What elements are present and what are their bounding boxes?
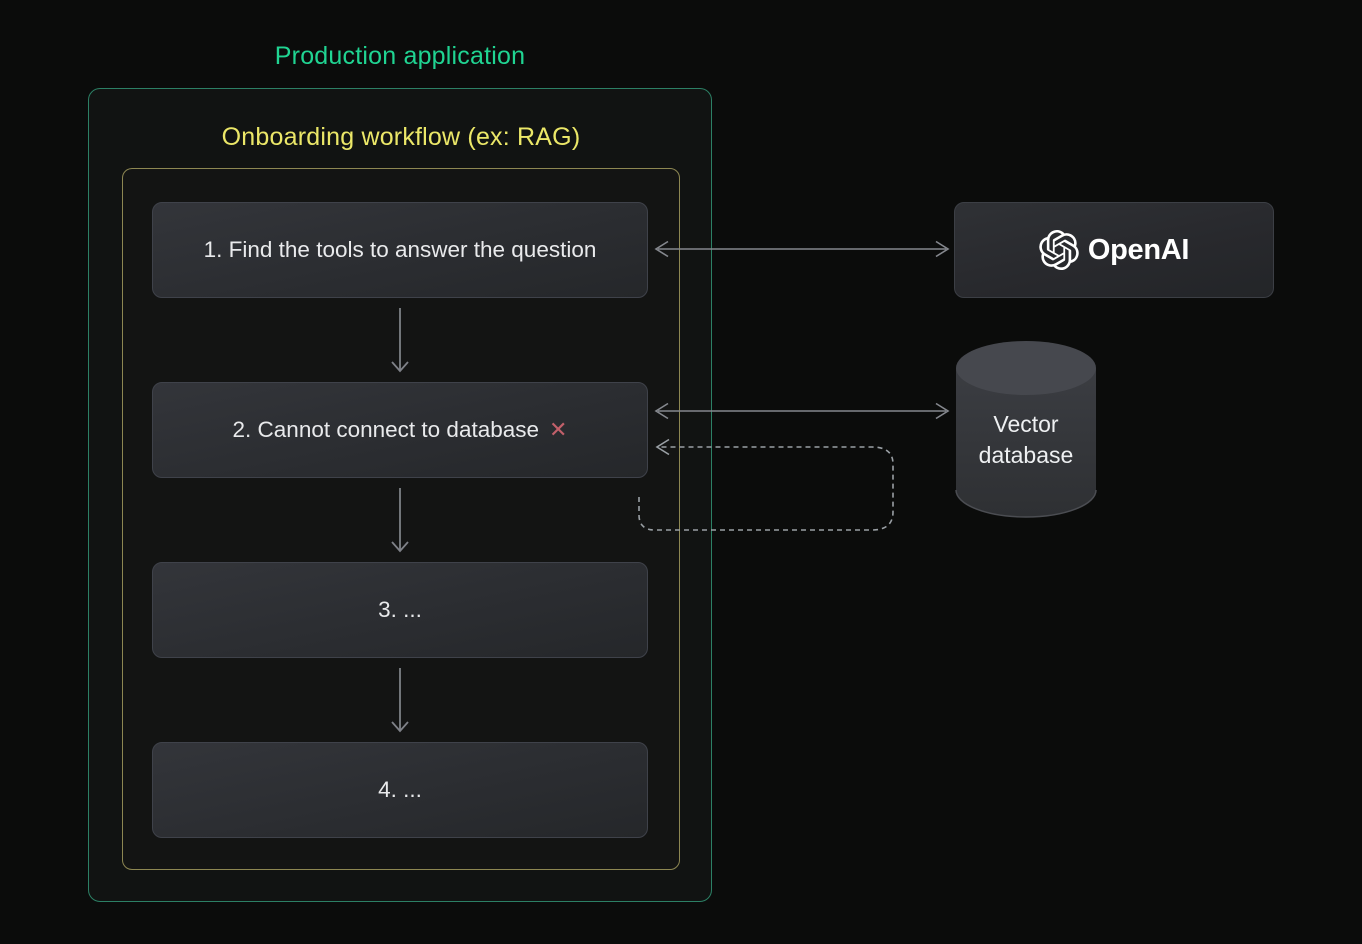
step-1-label: 1. Find the tools to answer the question (203, 237, 597, 262)
error-x-icon: ✕ (549, 417, 568, 442)
onboarding-workflow-title: Onboarding workflow (ex: RAG) (221, 123, 581, 151)
step-3-label: 3. ... (378, 597, 422, 622)
vector-database-label-line2: database (978, 442, 1074, 468)
production-application-title: Production application (274, 42, 526, 70)
vector-database-label: Vector database (955, 409, 1097, 471)
step-2-label: 2. Cannot connect to database (232, 417, 540, 442)
workflow-step-2: 2. Cannot connect to database ✕ (152, 382, 648, 478)
workflow-step-3: 3. ... (152, 562, 648, 658)
openai-logo-icon (1039, 230, 1079, 270)
workflow-step-4: 4. ... (152, 742, 648, 838)
vector-database-label-line1: Vector (993, 411, 1059, 437)
workflow-step-1: 1. Find the tools to answer the question (152, 202, 648, 298)
vector-database-node (955, 340, 1097, 518)
openai-label: OpenAI (1087, 233, 1190, 266)
openai-node: OpenAI (954, 202, 1274, 298)
step-4-label: 4. ... (378, 777, 422, 802)
database-cylinder-icon (955, 341, 1097, 518)
